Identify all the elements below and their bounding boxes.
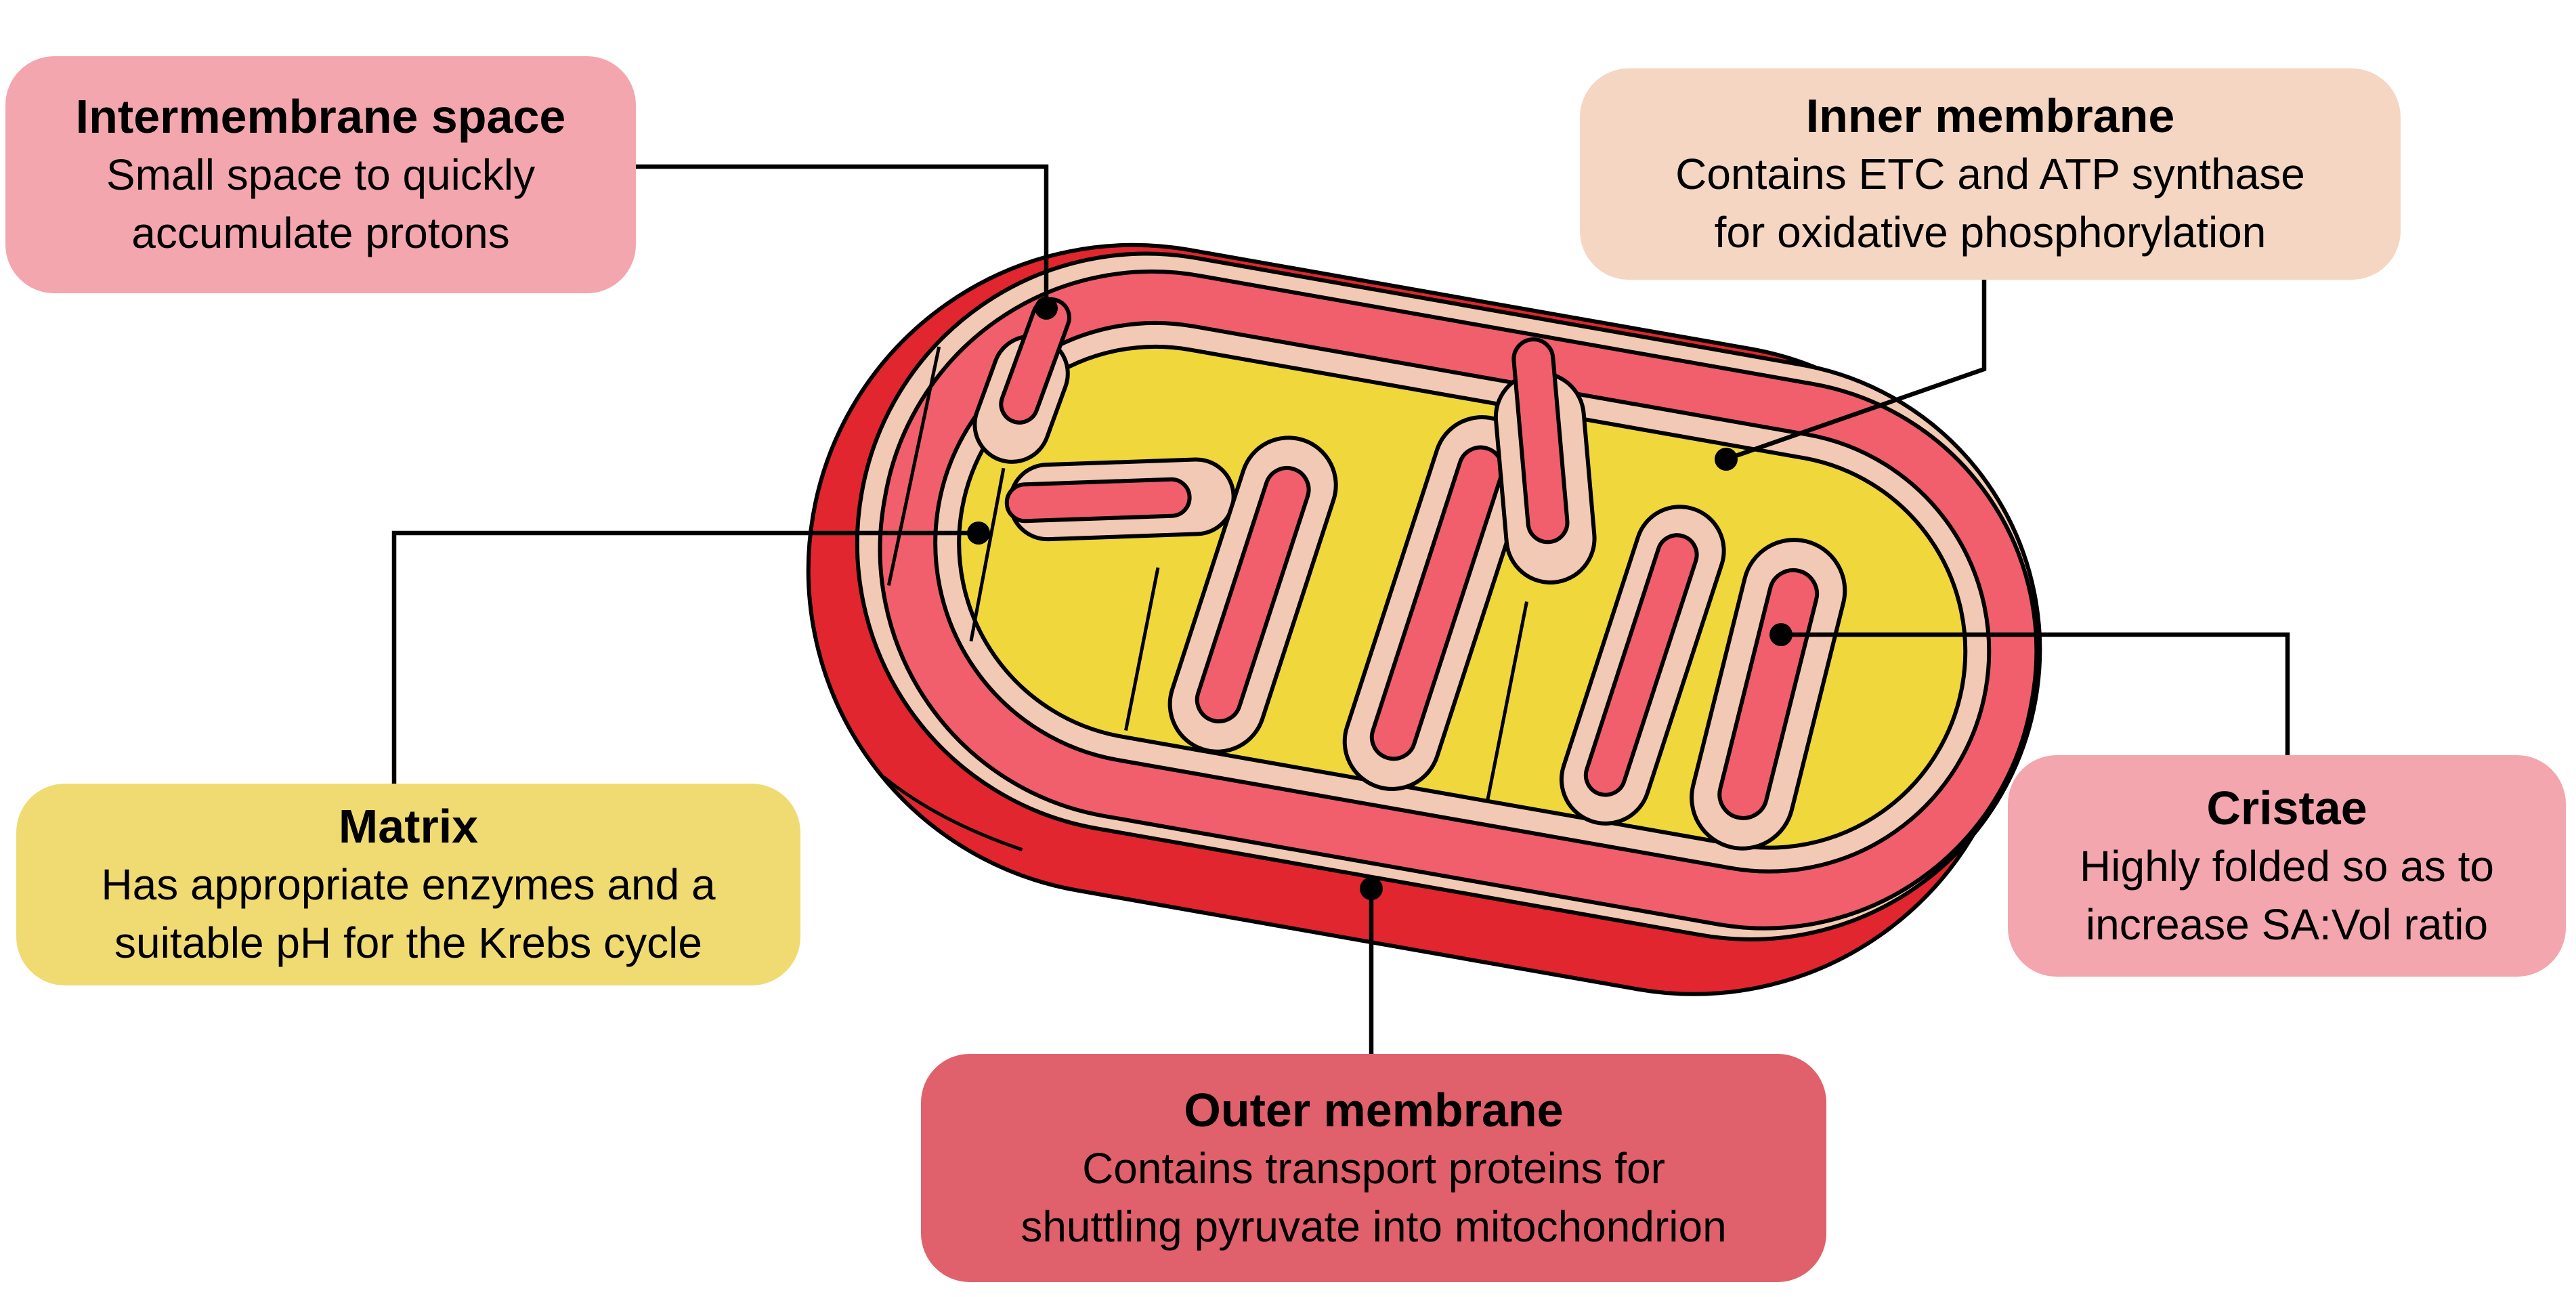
- label-line: increase SA:Vol ratio: [2085, 899, 2489, 949]
- crista-fold: [1167, 435, 1338, 754]
- label-title: Outer membrane: [1184, 1083, 1564, 1136]
- crista-fold: [1559, 505, 1726, 826]
- crease-line: [1124, 567, 1160, 731]
- crista-fold-space: [999, 297, 1071, 425]
- crista-fold-space: [1717, 568, 1820, 820]
- crista-fold-space: [1004, 477, 1192, 524]
- crista-fold-space: [1583, 533, 1699, 797]
- inner-membrane-dot-icon: [1715, 448, 1738, 471]
- cristae-folds: [972, 297, 1847, 851]
- crista-fold: [1493, 337, 1597, 584]
- label-title: Matrix: [338, 800, 479, 853]
- label-line: Highly folded so as to: [2080, 841, 2494, 891]
- label-box-matrix: Matrix Has appropriate enzymes and a sui…: [16, 784, 800, 985]
- label-line: Small space to quickly: [106, 150, 536, 199]
- label-line: Contains ETC and ATP synthase: [1675, 150, 2305, 198]
- label-box-cristae: Cristae Highly folded so as to increase …: [2008, 755, 2566, 977]
- crista-fold: [1690, 538, 1847, 851]
- label-box-inner-membrane: Inner membrane Contains ETC and ATP synt…: [1580, 68, 2401, 280]
- label-title: Inner membrane: [1805, 89, 2175, 142]
- connector-dots: [967, 297, 1793, 900]
- connector-inner-membrane: [1725, 280, 1987, 462]
- mitochondrion-body: [806, 242, 2042, 996]
- crease-line: [969, 467, 1006, 642]
- crease-line: [886, 346, 941, 586]
- label-title: Cristae: [2206, 781, 2367, 834]
- connector-lines: [391, 164, 2290, 1054]
- crease-line: [1486, 601, 1528, 801]
- label-title: Intermembrane space: [75, 90, 566, 143]
- outer-membrane-dot-icon: [1360, 877, 1383, 900]
- connector-intermembrane: [636, 164, 1049, 308]
- crista-fold: [1004, 457, 1236, 542]
- crista-fold-space: [1369, 445, 1505, 761]
- matrix-dot-icon: [967, 522, 990, 545]
- label-box-outer-membrane: Outer membrane Contains transport protei…: [921, 1054, 1826, 1282]
- label-line: for oxidative phosphorylation: [1714, 208, 2267, 257]
- crista-fold-space: [1511, 337, 1570, 545]
- label-line: suitable pH for the Krebs cycle: [114, 918, 702, 967]
- label-line: Has appropriate enzymes and a: [101, 860, 716, 909]
- fold-crease-lines: [882, 346, 1528, 851]
- cristae-dot-icon: [1769, 623, 1793, 646]
- connector-matrix: [391, 530, 979, 784]
- label-line: accumulate protons: [131, 209, 510, 257]
- connector-cristae: [1781, 632, 2290, 755]
- crease-line: [882, 775, 1023, 851]
- crista-fold: [972, 297, 1071, 464]
- crista-fold-space: [1195, 465, 1311, 724]
- label-line: Contains transport proteins for: [1082, 1143, 1665, 1193]
- label-line: shuttling pyruvate into mitochondrion: [1021, 1202, 1727, 1251]
- intermembrane-dot-icon: [1035, 297, 1058, 320]
- label-box-intermembrane-space: Intermembrane space Small space to quick…: [5, 56, 636, 293]
